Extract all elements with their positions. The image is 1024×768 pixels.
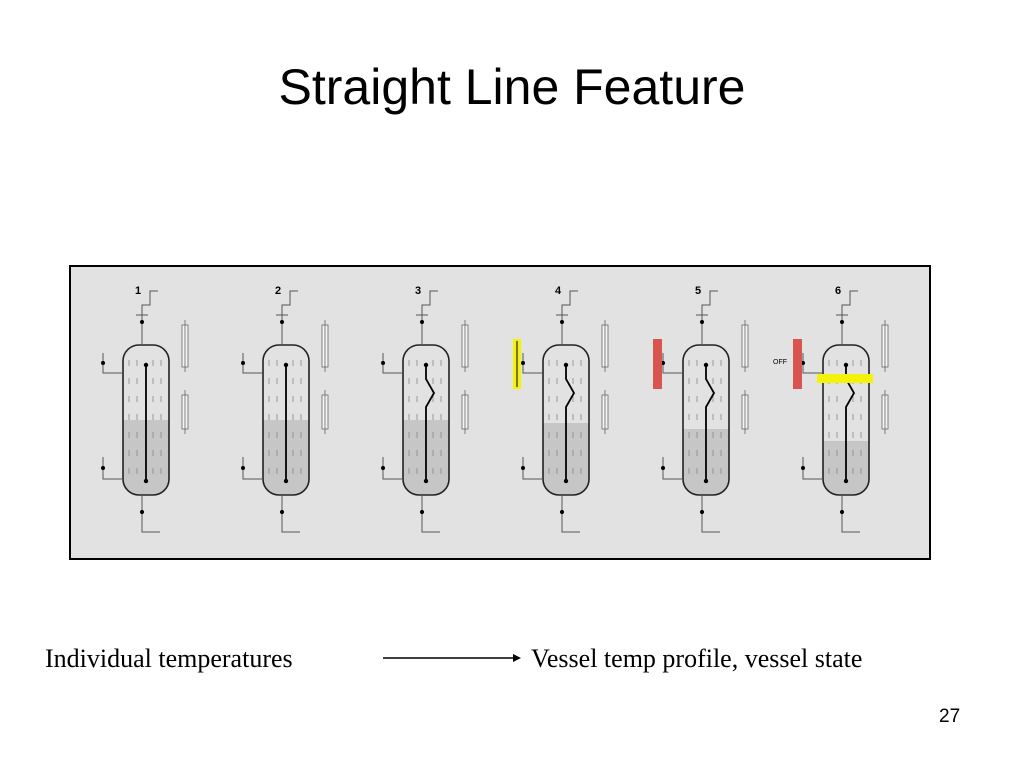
bottom-sensor — [140, 510, 144, 514]
inlet-sensor — [521, 466, 525, 470]
profile-point — [283, 362, 289, 368]
vessel-1: 1 — [101, 285, 189, 533]
inlet-sensor — [381, 466, 385, 470]
profile-point — [283, 478, 289, 484]
top-sensor — [840, 320, 844, 324]
inlet-sensor — [521, 361, 525, 365]
inlet-pipe — [662, 353, 683, 374]
caption-vessel-temp-profile: Vessel temp profile, vessel state — [531, 644, 863, 673]
page-number: 27 — [939, 706, 961, 727]
vessel-body — [402, 344, 450, 496]
vessel-4: 4 — [513, 285, 609, 533]
red-indicator — [793, 339, 802, 389]
top-sensor — [560, 320, 564, 324]
profile-point — [843, 362, 849, 368]
inlet-sensor — [241, 466, 245, 470]
inlet-sensor — [381, 361, 385, 365]
profile-point — [143, 478, 149, 484]
inlet-pipe — [802, 353, 823, 374]
inlet-sensor — [101, 361, 105, 365]
profile-point — [843, 478, 849, 484]
top-pipe — [281, 290, 298, 345]
inlet-sensor — [661, 466, 665, 470]
profile-point — [563, 478, 569, 484]
top-sensor — [280, 320, 284, 324]
vessel-2: 2 — [241, 285, 329, 533]
right-arrow-icon — [383, 654, 521, 662]
inlet-pipe — [382, 353, 403, 374]
vessel-body — [822, 344, 870, 496]
vessel-body — [262, 344, 310, 496]
inlet-pipe — [242, 457, 263, 480]
inlet-pipe — [382, 457, 403, 480]
vessel-3: 3 — [381, 285, 469, 533]
top-sensor — [700, 320, 704, 324]
inlet-pipe — [522, 457, 543, 480]
vessel-label: 2 — [275, 285, 281, 297]
red-indicator — [653, 339, 662, 389]
bottom-sensor — [700, 510, 704, 514]
profile-point — [143, 362, 149, 368]
top-sensor — [140, 320, 144, 324]
inlet-pipe — [802, 457, 823, 480]
bottom-pipe — [281, 495, 300, 533]
vessel-label: 4 — [555, 285, 562, 297]
bottom-sensor — [420, 510, 424, 514]
inlet-sensor — [101, 466, 105, 470]
top-sensor — [420, 320, 424, 324]
inlet-pipe — [522, 353, 543, 374]
inlet-sensor — [241, 361, 245, 365]
caption-individual-temperatures: Individual temperatures — [45, 644, 293, 673]
bottom-sensor — [840, 510, 844, 514]
bottom-pipe — [141, 495, 160, 533]
profile-point — [563, 362, 569, 368]
inlet-pipe — [662, 457, 683, 480]
profile-point — [703, 362, 709, 368]
inlet-pipe — [102, 457, 123, 480]
vessel-label: 6 — [835, 285, 841, 297]
top-pipe — [421, 290, 438, 345]
yellow-band — [817, 374, 873, 383]
temperature-profile — [705, 365, 716, 481]
inlet-pipe — [102, 353, 123, 374]
profile-point — [423, 362, 429, 368]
top-pipe — [561, 290, 578, 345]
off-label: OFF — [773, 359, 787, 366]
vessel-label: 5 — [695, 285, 701, 297]
bottom-pipe — [561, 495, 580, 533]
profile-point — [423, 478, 429, 484]
profile-point — [703, 478, 709, 484]
vessel-body — [682, 344, 730, 496]
inlet-sensor — [801, 466, 805, 470]
top-pipe — [701, 290, 718, 345]
temperature-profile — [425, 365, 436, 481]
top-pipe — [141, 290, 158, 345]
vessel-label: 1 — [135, 285, 141, 297]
temperature-profile — [565, 365, 576, 481]
vessel-label: 3 — [415, 285, 421, 297]
bottom-sensor — [280, 510, 284, 514]
slide-title: Straight Line Feature — [278, 59, 746, 115]
vessel-body — [542, 344, 590, 496]
inlet-pipe — [242, 353, 263, 374]
bottom-pipe — [421, 495, 440, 533]
bottom-sensor — [560, 510, 564, 514]
vessel-body — [122, 344, 170, 496]
vessel-5: 5 — [653, 285, 749, 533]
bottom-pipe — [701, 495, 720, 533]
top-pipe — [841, 290, 858, 345]
bottom-pipe — [841, 495, 860, 533]
